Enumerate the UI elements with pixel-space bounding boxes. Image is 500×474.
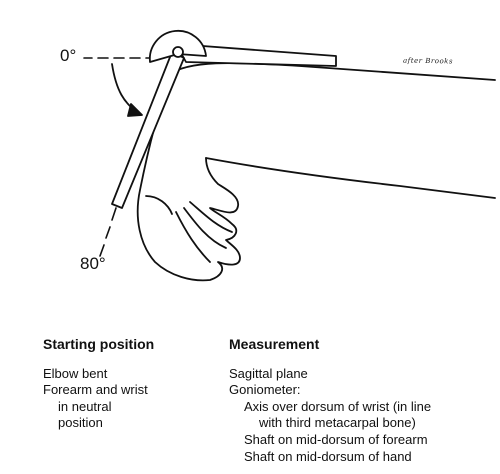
starting-position-line: Forearm and wrist	[43, 382, 148, 398]
goniometer-axis-pivot	[172, 46, 184, 58]
flexion-arrow-head	[127, 103, 143, 117]
thumb-outline	[145, 195, 173, 215]
measurement-line: Sagittal plane	[229, 365, 308, 381]
finger-crease	[175, 211, 211, 263]
forearm-lower-outline	[205, 157, 496, 199]
finger-crease	[189, 201, 233, 233]
finger-crease	[183, 207, 227, 249]
goniometer-drawing	[83, 29, 496, 282]
goniometer-moving-arm	[111, 51, 185, 209]
measurement-line: Shaft on mid-dorsum of forearm	[244, 431, 428, 447]
measurement-section: Measurement Sagittal plane Goniometer: A…	[229, 336, 499, 465]
starting-position-heading: Starting position	[43, 336, 155, 352]
starting-position-line: Elbow bent	[43, 365, 108, 381]
hand-outline	[136, 77, 241, 282]
measurement-heading: Measurement	[229, 336, 320, 352]
starting-position-section: Starting position Elbow bent Forearm and…	[43, 336, 213, 432]
artist-signature: after Brooks	[402, 56, 454, 66]
measurement-line: Shaft on mid-dorsum of hand	[244, 448, 412, 464]
measurement-line: with third metacarpal bone)	[259, 415, 416, 431]
measurement-line: Goniometer:	[229, 382, 301, 398]
wrist-flexion-illustration: 0° 80° after Brooks	[60, 29, 496, 282]
measurement-line: Axis over dorsum of wrist (in line	[244, 398, 432, 414]
zero-degree-label: 0°	[60, 46, 77, 65]
starting-position-line: position	[58, 415, 103, 431]
goniometer-stationary-arm	[175, 43, 337, 67]
flexion-arrow	[111, 63, 141, 115]
starting-position-line: in neutral	[58, 398, 112, 414]
eighty-degree-label: 80°	[80, 254, 106, 273]
eighty-degree-reference-line	[99, 207, 117, 257]
forearm-outline	[167, 62, 496, 81]
